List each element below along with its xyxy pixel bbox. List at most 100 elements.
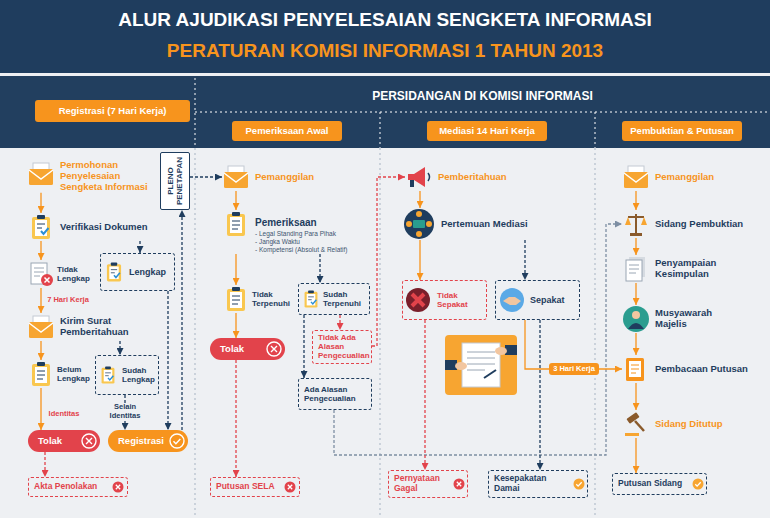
node-text: Pemeriksaan [255, 217, 317, 229]
flow-arrow [167, 291, 168, 430]
flow-arrow [524, 240, 525, 280]
node-text: Pemanggilan [655, 172, 714, 183]
flow-arrow [40, 288, 41, 313]
flow-step: Pemberitahuan [405, 163, 535, 191]
pill-icon [82, 342, 281, 448]
reject-box: Akta Penolakan [28, 477, 128, 497]
flow-step: Sidang Ditutup [622, 410, 752, 438]
node-text: Sidang Ditutup [655, 419, 723, 430]
signing-illustration [445, 335, 517, 395]
flow-step: Pertemuan Mediasi [403, 208, 543, 240]
chart-title: ALUR AJUDIKASI PENYELESAIAN SENGKETA INF… [0, 9, 770, 31]
header-divider [195, 78, 770, 148]
node-text: Tolak [220, 344, 244, 355]
reject-pill: Tolak [210, 338, 285, 360]
node-text: Pembacaan Putusan [655, 364, 748, 375]
decision-box: PLENO PENETAPAN [160, 152, 190, 210]
node-text: - Legal Standing Para Pihak [255, 230, 336, 237]
flow-arrow [419, 191, 420, 208]
flow-arrow [235, 191, 236, 210]
section-title: PERSIDANGAN DI KOMISI INFORMASI [195, 89, 770, 103]
node-text: Putusan SELA [216, 482, 275, 492]
node-text: Sudah Lengkap [122, 366, 155, 384]
node-text: - Jangka Waktu [255, 238, 300, 245]
flow-step: Tidak Terpenuhi [222, 285, 294, 313]
node-text: Musyawarah Majelis [655, 308, 732, 330]
flow-arrow [139, 241, 140, 253]
flow-arrow [44, 452, 45, 477]
flow-arrow [319, 254, 320, 283]
flow-step: Penyampaian Kesimpulan [622, 255, 737, 283]
outcome-box: Putusan Sidang [612, 473, 707, 495]
flow-step: Pemanggilan [622, 163, 752, 191]
header-band [0, 76, 770, 148]
flow-arrow [235, 313, 236, 338]
step-icon [29, 163, 704, 493]
stage-header: Pemeriksaan Awal [232, 121, 342, 141]
node-text: PLENO PENETAPAN [166, 153, 184, 209]
flow-arrow [190, 176, 222, 177]
outcome-box: Sepakat [495, 280, 580, 320]
flow-arrow [235, 360, 236, 477]
flow-arrow [119, 341, 120, 355]
node-text: Lengkap [129, 267, 166, 277]
arrow-label: Selain Identitas [101, 403, 149, 420]
flow-arrow [635, 438, 636, 473]
node-text: Akta Penolakan [34, 482, 97, 492]
node-text: Verifikasi Dokumen [60, 222, 148, 233]
flow-step: Pembacaan Putusan [622, 355, 752, 383]
node-text: Sidang Pembuktian [655, 219, 743, 230]
arrow-label: 3 Hari Kerja [549, 363, 599, 376]
title-band [0, 0, 770, 73]
node-text: Tidak Lengkap [57, 265, 99, 283]
column-divider [195, 148, 595, 518]
flow-arrow [334, 224, 622, 455]
node-text: Mediasi 14 Hari Kerja [439, 126, 535, 137]
stage-header: Pembuktian & Putusan [622, 121, 742, 141]
outcome-box: Ada Alasan Pengecualian [298, 378, 372, 410]
node-text: Sepakat [530, 295, 565, 305]
node-text: Pembuktian & Putusan [630, 126, 733, 137]
node-text: Sudah Terpenuhi [323, 290, 365, 308]
reject-pill: Tolak [28, 430, 100, 452]
subtitle: PERATURAN KOMISI INFORMASI 1 TAHUN 2013 [0, 40, 770, 62]
register-pill: Registrasi [108, 430, 188, 452]
outcome-box: Lengkap [100, 253, 175, 291]
node-text: Tidak Sepakat [437, 291, 482, 309]
flow-arrow [40, 193, 41, 213]
flow-arrow [424, 320, 425, 470]
node-text: Penyampaian Kesimpulan [655, 258, 737, 280]
outcome-box: Sudah Terpenuhi [298, 283, 370, 315]
flow-arrow [339, 315, 340, 330]
flow-step: Pemeriksaan- Legal Standing Para Pihak- … [222, 210, 374, 254]
node-text: Tolak [38, 436, 62, 447]
reject-box: Tidak Ada Alasan Pengecualian [312, 330, 372, 364]
flow-arrow [635, 383, 636, 410]
reject-box: Pernyataan Gagal [388, 470, 468, 498]
flow-arrow [40, 388, 41, 430]
flow-arrow [419, 240, 420, 280]
stage-header: Registrasi (7 Hari Kerja) [35, 100, 190, 122]
flow-arrow [235, 254, 236, 285]
reject-box: Putusan SELA [210, 477, 300, 497]
flow-arrow [303, 315, 304, 378]
node-text: Pemanggilan [255, 172, 314, 183]
flow-step: Pemanggilan [222, 163, 332, 191]
stage-header: Mediasi 14 Hari Kerja [427, 121, 547, 141]
flow-arrow [635, 238, 636, 255]
flow-step: Tidak Lengkap [27, 260, 99, 288]
node-text: Tidak Ada Alasan Pengecualian [318, 333, 370, 361]
flow-arrow [372, 177, 405, 346]
outcome-box: Kesepakatan Damai [488, 470, 588, 498]
node-text: Ada Alasan Pengecualian [304, 385, 367, 403]
flow-step: Sidang Pembuktian [622, 210, 752, 238]
node-text: Pertemuan Mediasi [441, 219, 528, 230]
outcome-box: Sudah Lengkap [95, 355, 159, 395]
flow-step: Belum Lengkap [27, 360, 91, 388]
flow-arrow [635, 333, 636, 355]
node-text: Permohonan Penyelesaian Sengketa Informa… [60, 160, 159, 193]
node-text: Pernyataan Gagal [394, 474, 451, 494]
node-text: Pemeriksaan Awal [246, 126, 329, 137]
node-text: Putusan Sidang [618, 479, 682, 489]
